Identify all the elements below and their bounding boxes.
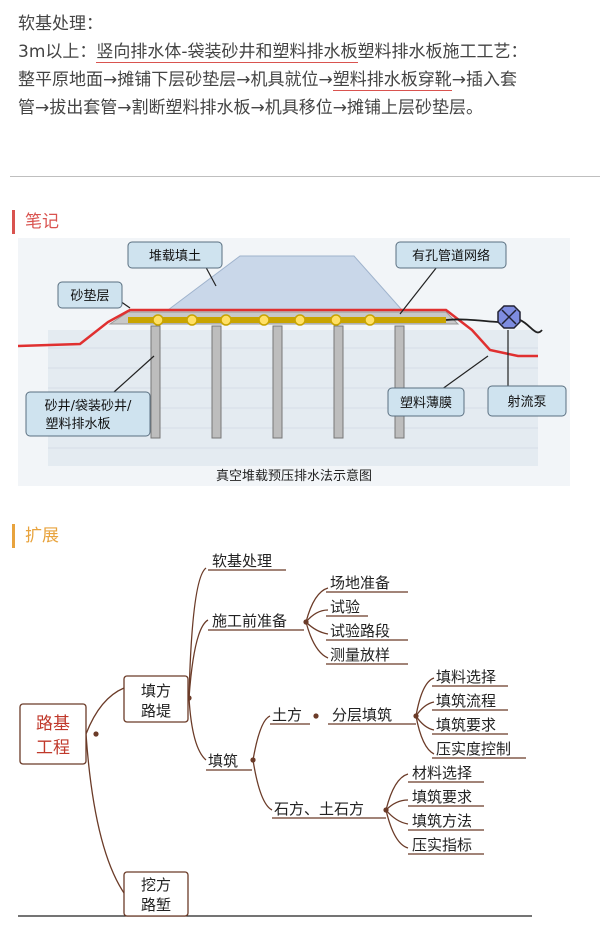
mindmap-branch [85, 733, 125, 894]
drain-pile [211, 325, 222, 439]
intro-line-2: 3m以上：竖向排水体-袋装砂井和塑料排水板塑料排水板施工工艺： [18, 42, 528, 63]
label-box-film [387, 387, 465, 417]
label-box-pipe [395, 241, 507, 269]
label-drain-2: 塑料排水板 [45, 417, 110, 432]
pipe-node [186, 314, 198, 326]
label-pipe: 有孔管道网络 [412, 248, 490, 264]
mindmap-stone-item: 压实指标 [412, 836, 472, 854]
mindmap-layer-item: 填料选择 [436, 668, 496, 686]
drain-pile [394, 325, 405, 439]
mindmap-branch [252, 715, 271, 761]
mindmap-branch [252, 759, 273, 811]
drain-pile [150, 325, 161, 439]
section-divider [10, 176, 600, 177]
mindmap-cut-line-2: 路堑 [141, 896, 171, 914]
pipe-node [294, 314, 306, 326]
label-pump: 射流泵 [507, 394, 546, 410]
mindmap-node-pre: 施工前准备 [212, 612, 287, 630]
mindmap-branch [415, 715, 435, 755]
plastic-film-line [18, 308, 538, 358]
label-box-sand [57, 281, 123, 309]
mindmap-pre-item: 试验 [330, 598, 360, 616]
mindmap-branch [188, 697, 207, 761]
mindmap-node-stone: 石方、土石方 [274, 800, 364, 818]
mindmap-root-line-1: 路基 [36, 714, 70, 734]
label-box-drain [25, 391, 151, 437]
label-drain-1: 砂井/袋装砂井/ [45, 399, 132, 414]
section-title-extend: 扩展 [12, 524, 59, 548]
label-box-pump [487, 385, 567, 417]
intro-line-4: 管→拔出套管→割断塑料排水板→机具移位→摊铺上层砂垫层。 [18, 98, 483, 118]
mindmap-branch [188, 567, 207, 699]
mindmap-branch [305, 587, 329, 623]
mindmap-branch [188, 619, 209, 699]
pipe-node [152, 314, 164, 326]
pipe-node [364, 314, 376, 326]
drain-pile [333, 325, 344, 439]
pump-hose [445, 318, 501, 323]
drain-pile [272, 325, 283, 439]
mindmap-stone-item: 材料选择 [412, 764, 472, 782]
mindmap-root-box [19, 703, 87, 765]
mindmap-fill-box [123, 675, 189, 723]
mindmap-fill-line-2: 路堤 [141, 702, 171, 720]
mindmap-node-soft: 软基处理 [212, 552, 272, 570]
label-sand: 砂垫层 [70, 288, 109, 304]
mindmap-root-line-2: 工程 [36, 738, 70, 758]
underlined-text: 塑料排水板穿靴 [332, 70, 452, 91]
pipe-node [220, 314, 232, 326]
mindmap-cut-line-1: 挖方 [141, 876, 171, 894]
intro-line-1: 软基处理： [18, 14, 103, 34]
mindmap-node-layer: 分层填筑 [332, 706, 392, 724]
mindmap-branch [415, 677, 435, 717]
roadbed-mindmap: 路基 工程 填方 路堤 挖方 路堑 软基处理 施工前准备 场地准备 试验 试验路… [18, 548, 532, 920]
mindmap-branch [385, 809, 409, 849]
label-box-fill [127, 241, 223, 269]
mindmap-branch [85, 687, 125, 735]
intro-line-3: 整平原地面→摊铺下层砂垫层→机具就位→塑料排水板穿靴→插入套 [18, 70, 517, 91]
mindmap-cut-box [123, 871, 189, 917]
mindmap-stone-item: 填筑方法 [412, 812, 472, 830]
pipe-node [330, 314, 342, 326]
mindmap-pre-item: 试验路段 [330, 622, 390, 640]
mindmap-stone-item: 填筑要求 [412, 788, 472, 806]
section-title-note: 笔记 [12, 210, 59, 234]
mindmap-fill-line-1: 填方 [141, 682, 171, 700]
mindmap-layer-item: 填筑要求 [436, 716, 496, 734]
pipe-node [258, 314, 270, 326]
mindmap-layer-item: 填筑流程 [436, 692, 496, 710]
mindmap-branch [385, 773, 409, 811]
mindmap-node-tianzhu: 填筑 [208, 752, 238, 770]
mindmap-layer-item: 压实度控制 [436, 740, 511, 758]
mindmap-branch [305, 621, 329, 659]
label-film: 塑料薄膜 [400, 396, 452, 411]
intro-text: 软基处理： 3m以上：竖向排水体-袋装砂井和塑料排水板塑料排水板施工工艺： 整平… [18, 10, 598, 122]
label-fill: 堆载填土 [149, 249, 201, 264]
underlined-text: 竖向排水体-袋装砂井和塑料排水板 [96, 42, 358, 63]
mindmap-pre-item: 场地准备 [330, 574, 390, 592]
vacuum-preloading-diagram: 堆载填土 有孔管道网络 砂垫层 砂井/袋装砂井/ 塑料排水板 塑料薄膜 射流泵 … [18, 238, 570, 486]
mindmap-pre-item: 测量放样 [330, 646, 390, 664]
diagram-caption: 真空堆载预压排水法示意图 [216, 468, 372, 484]
mindmap-node-earth: 土方 [272, 706, 302, 724]
